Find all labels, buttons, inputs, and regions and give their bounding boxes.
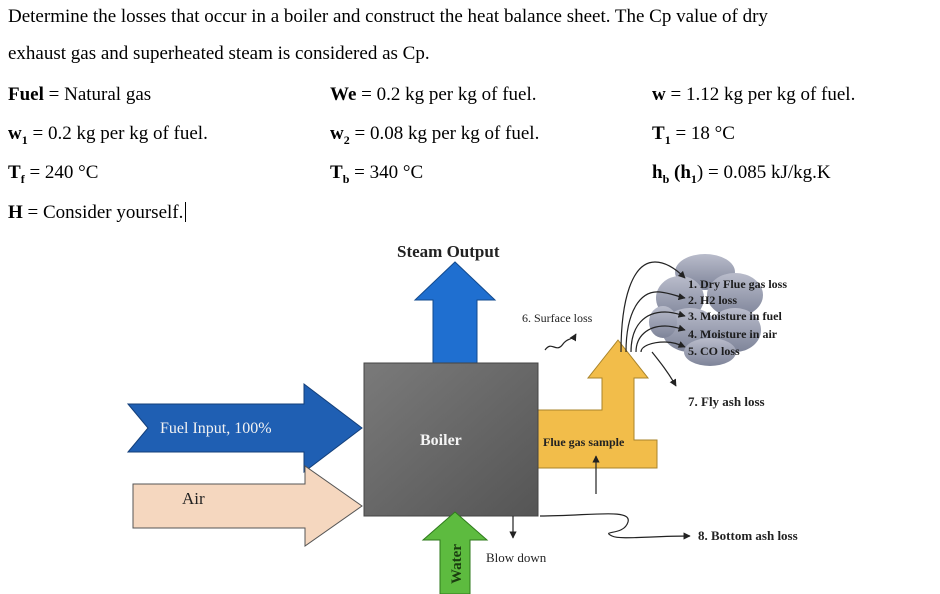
h-value: = Consider yourself. (22, 202, 184, 223)
w1-value: = 0.2 kg per kg of fuel. (27, 123, 208, 144)
flue-loss-4: 4. Moisture in air (688, 327, 778, 341)
w2-value: = 0.08 kg per kg of fuel. (349, 123, 540, 144)
problem-line-2: exhaust gas and superheated steam is con… (8, 43, 430, 64)
flue-gas-duct (537, 339, 658, 469)
fuel-input-label: Fuel Input, 100% (160, 420, 272, 437)
bottom-ash-arrow (539, 513, 691, 540)
text-cursor (185, 202, 187, 222)
water-arrow (421, 511, 489, 594)
flue-arrow-1 (620, 261, 686, 353)
surface-loss-arrow (544, 333, 577, 351)
fly-ash-arrow (651, 351, 677, 387)
given-h: H = Consider yourself. (8, 202, 187, 224)
tf-label: T (8, 162, 21, 183)
flue-arrow-2 (625, 291, 686, 353)
flue-gas-cloud (649, 254, 763, 366)
we-label: We (330, 84, 357, 105)
t1-label: T (652, 123, 665, 144)
blow-down-label: Blow down (486, 550, 547, 565)
given-w1: w1 = 0.2 kg per kg of fuel. (8, 123, 208, 151)
steam-output-label: Steam Output (397, 242, 500, 261)
given-we: We = 0.2 kg per kg of fuel. (330, 84, 536, 106)
air-label: Air (182, 489, 205, 508)
given-tf: Tf = 240 °C (8, 162, 98, 190)
we-value: = 0.2 kg per kg of fuel. (356, 84, 537, 105)
w-value: = 1.12 kg per kg of fuel. (665, 84, 856, 105)
flue-arrow-5 (640, 341, 686, 353)
bottom-ash-loss-label: 8. Bottom ash loss (698, 528, 798, 543)
flue-arrow-3 (630, 310, 686, 353)
w2-sub: 2 (343, 132, 350, 147)
tb-label: T (330, 162, 343, 183)
t1-value: = 18 °C (670, 123, 735, 144)
flue-loss-3: 3. Moisture in fuel (688, 309, 782, 323)
given-hb: hb (h1) = 0.085 kJ/kg.K (652, 162, 831, 190)
problem-line-1: Determine the losses that occur in a boi… (8, 6, 768, 27)
w1-label: w (8, 123, 22, 144)
flue-gas-sample-label: Flue gas sample (543, 435, 625, 449)
tf-sub: f (20, 171, 25, 186)
hb-paren-sub: 1 (690, 171, 697, 186)
fuel-value: = Natural gas (43, 84, 152, 105)
w-label: w (652, 84, 666, 105)
w2-label: w (330, 123, 344, 144)
tf-value: = 240 °C (24, 162, 99, 183)
flue-loss-2: 2. H2 loss (688, 293, 737, 307)
t1-sub: 1 (664, 132, 671, 147)
hb-value: ) = 0.085 kJ/kg.K (696, 162, 831, 183)
flue-arrow-4 (635, 324, 686, 353)
given-tb: Tb = 340 °C (330, 162, 423, 190)
fuel-label: Fuel (8, 84, 44, 105)
given-w2: w2 = 0.08 kg per kg of fuel. (330, 123, 539, 151)
fuel-input-arrow (126, 382, 363, 474)
air-arrow (132, 465, 363, 547)
given-t1: T1 = 18 °C (652, 123, 735, 151)
flue-loss-1: 1. Dry Flue gas loss (688, 277, 787, 291)
boiler-label: Boiler (420, 432, 462, 449)
fly-ash-loss-label: 7. Fly ash loss (688, 394, 765, 409)
water-label: Water (449, 544, 465, 584)
hb-label: h (652, 162, 663, 183)
flue-loss-5: 5. CO loss (688, 344, 740, 358)
tb-sub: b (342, 171, 350, 186)
given-w: w = 1.12 kg per kg of fuel. (652, 84, 855, 106)
hb-sub: b (662, 171, 670, 186)
steam-output-arrow (413, 261, 497, 365)
hb-paren: (h (669, 162, 691, 183)
tb-value: = 340 °C (349, 162, 424, 183)
surface-loss-label: 6. Surface loss (522, 311, 593, 325)
given-fuel: Fuel = Natural gas (8, 84, 151, 106)
w1-sub: 1 (21, 132, 28, 147)
h-label: H (8, 202, 23, 223)
